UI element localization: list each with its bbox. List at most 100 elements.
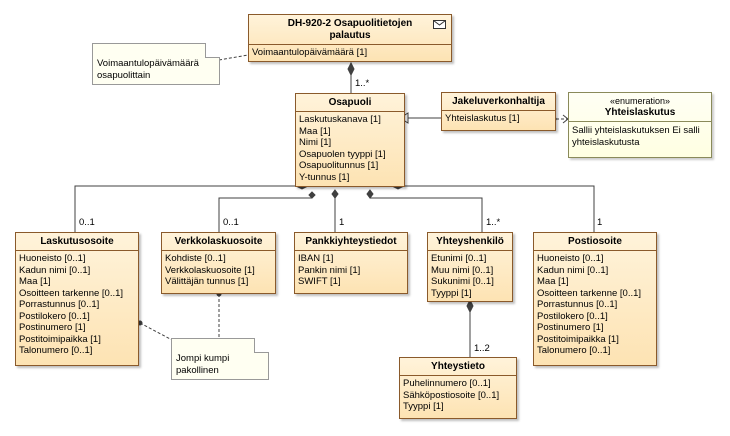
- class-pankki-header: Pankkiyhteystiedot: [295, 233, 407, 251]
- assoc-postiosoite: [404, 185, 595, 232]
- attribute: SWIFT [1]: [298, 276, 341, 287]
- note-line: osapuolittain: [97, 69, 151, 81]
- class-verkkolaskuosoite-title: Verkkolaskuosoite: [174, 236, 263, 247]
- class-postiosoite-header: Postiosoite: [534, 233, 656, 251]
- note-jompi-kumpi: Jompi kumpi pakollinen: [171, 338, 269, 380]
- attribute: Maa [1]: [299, 125, 331, 137]
- class-yhteystieto-header: Yhteystieto: [400, 358, 516, 376]
- attribute: Osoitteen tarkenne [0..1]: [19, 287, 124, 299]
- class-dh920-header: DH-920-2 Osapuolitietojen palautus: [249, 15, 451, 45]
- enum-header: «enumeration» Yhteislaskutus: [569, 93, 711, 122]
- attribute: Postinumero [1]: [537, 322, 604, 333]
- class-dh920-title: DH-920-2 Osapuolitietojen palautus: [287, 18, 413, 41]
- enum-stereotype: «enumeration»: [609, 96, 671, 106]
- class-pankki-title: Pankkiyhteystiedot: [305, 236, 397, 247]
- class-laskutusosoite-header: Laskutusosoite: [16, 233, 138, 251]
- attribute: Voimaantulopäivämäärä [1]: [252, 47, 368, 58]
- attribute: Y-tunnus [1]: [299, 171, 350, 183]
- attribute: Yhteislaskutus [1]: [445, 113, 520, 124]
- attribute: Postinumero [1]: [19, 322, 86, 333]
- composition-diamond-yhteystieto: [466, 298, 474, 314]
- attribute: Huoneisto [0..1]: [19, 253, 86, 264]
- composition-diamond-verkko: [308, 191, 316, 199]
- attribute: Puhelinnumero [0..1]: [403, 378, 491, 389]
- attribute: Tyyppi [1]: [403, 401, 444, 412]
- multiplicity-yhteyshenkilo: 1..*: [486, 217, 501, 228]
- class-postiosoite-attrs: Huoneisto [0..1] Kadun nimi [0..1] Maa […: [534, 251, 656, 359]
- attribute: Postilokero [0..1]: [19, 310, 90, 322]
- class-pankki-attrs: IBAN [1] Pankin nimi [1] SWIFT [1]: [295, 251, 407, 290]
- enum-literal: Ei salli yhteislaskutusta: [572, 125, 700, 148]
- attribute: Talonumero [0..1]: [19, 345, 93, 356]
- composition-diamond-yhteys: [366, 189, 374, 199]
- attribute: Kohdiste [0..1]: [165, 253, 226, 264]
- class-laskutusosoite-title: Laskutusosoite: [40, 236, 114, 247]
- attribute: Kadun nimi [0..1]: [19, 264, 91, 276]
- attribute: Porrastunnus [0..1]: [19, 299, 100, 310]
- attribute: Nimi [1]: [299, 137, 332, 148]
- note-line: pakollinen: [176, 364, 219, 376]
- assoc-laskutusosoite: [74, 185, 296, 232]
- class-jakelu-title: Jakeluverkonhaltija: [452, 96, 545, 107]
- class-osapuoli-attrs: Laskutuskanava [1] Maa [1] Nimi [1] Osap…: [296, 112, 404, 185]
- enum-name: Yhteislaskutus: [604, 107, 676, 118]
- composition-diamond-dh: [347, 61, 355, 77]
- class-yhteyshenkilo[interactable]: Yhteyshenkilö Etunimi [0..1] Muu nimi [0…: [427, 232, 513, 302]
- class-jakeluverkonhaltija[interactable]: Jakeluverkonhaltija Yhteislaskutus [1]: [441, 92, 556, 131]
- attribute: Sähköpostiosoite [0..1]: [403, 389, 500, 401]
- enum-yhteislaskutus[interactable]: «enumeration» Yhteislaskutus Sallii yhte…: [568, 92, 712, 158]
- note-anchor-voimaantulo: [218, 54, 249, 61]
- class-laskutusosoite-attrs: Huoneisto [0..1] Kadun nimi [0..1] Maa […: [16, 251, 138, 359]
- class-jakelu-header: Jakeluverkonhaltija: [442, 93, 555, 111]
- attribute: Välittäjän tunnus [1]: [165, 276, 249, 287]
- multiplicity-laskutusosoite: 0..1: [79, 217, 95, 228]
- multiplicity-dh-osapuoli: 1..*: [355, 78, 370, 89]
- class-verkkolaskuosoite[interactable]: Verkkolaskuosoite Kohdiste [0..1] Verkko…: [161, 232, 276, 294]
- class-yhteyshenkilo-title: Yhteyshenkilö: [436, 236, 504, 247]
- class-yhteyshenkilo-header: Yhteyshenkilö: [428, 233, 512, 251]
- class-postiosoite[interactable]: Postiosoite Huoneisto [0..1] Kadun nimi …: [533, 232, 657, 366]
- class-verkkolaskuosoite-attrs: Kohdiste [0..1] Verkkolaskuosoite [1] Vä…: [162, 251, 275, 290]
- attribute: Postitoimipaikka [1]: [19, 333, 101, 345]
- class-yhteystieto-attrs: Puhelinnumero [0..1] Sähköpostiosoite [0…: [400, 376, 516, 415]
- attribute: Sukunimi [0..1]: [431, 276, 494, 287]
- attribute: Osapuolitunnus [1]: [299, 160, 379, 171]
- attribute: Pankin nimi [1]: [298, 264, 361, 276]
- attribute: Maa [1]: [19, 276, 51, 287]
- multiplicity-postiosoite: 1: [597, 217, 603, 228]
- class-osapuoli-header: Osapuoli: [296, 94, 404, 112]
- class-verkkolaskuosoite-header: Verkkolaskuosoite: [162, 233, 275, 251]
- attribute: Maa [1]: [537, 276, 569, 287]
- class-postiosoite-title: Postiosoite: [568, 236, 622, 247]
- class-dh920-attrs: Voimaantulopäivämäärä [1]: [249, 45, 451, 61]
- class-yhteystieto[interactable]: Yhteystieto Puhelinnumero [0..1] Sähköpo…: [399, 357, 517, 419]
- class-laskutusosoite[interactable]: Laskutusosoite Huoneisto [0..1] Kadun ni…: [15, 232, 139, 366]
- note-anchor-jompi-1: [139, 322, 175, 342]
- assoc-yhteyshenkilo: [370, 197, 483, 232]
- attribute: Huoneisto [0..1]: [537, 253, 604, 264]
- note-line: Jompi kumpi: [176, 353, 230, 364]
- assoc-verkkolaskuosoite: [218, 197, 312, 232]
- composition-diamond-pankki: [331, 189, 339, 199]
- class-jakelu-attrs: Yhteislaskutus [1]: [442, 111, 555, 127]
- multiplicity-verkkolaskuosoite: 0..1: [223, 217, 239, 228]
- class-pankkiyhteystiedot[interactable]: Pankkiyhteystiedot IBAN [1] Pankin nimi …: [294, 232, 408, 294]
- attribute: Talonumero [0..1]: [537, 345, 611, 356]
- class-osapuoli-title: Osapuoli: [328, 97, 372, 108]
- attribute: Verkkolaskuosoite [1]: [165, 264, 255, 276]
- attribute: Postilokero [0..1]: [537, 310, 608, 322]
- attribute: Osoitteen tarkenne [0..1]: [537, 287, 642, 299]
- multiplicity-pankki: 1: [339, 217, 345, 228]
- attribute: Tyyppi [1]: [431, 287, 472, 299]
- attribute: Porrastunnus [0..1]: [537, 299, 618, 310]
- note-voimaantulo: Voimaantulopäivämäärä osapuolittain: [92, 43, 220, 85]
- enum-literal: Sallii yhteislaskutuksen: [572, 125, 670, 136]
- note-line: Voimaantulopäivämäärä: [97, 58, 199, 69]
- attribute: Muu nimi [0..1]: [431, 264, 494, 276]
- class-yhteyshenkilo-attrs: Etunimi [0..1] Muu nimi [0..1] Sukunimi …: [428, 251, 512, 301]
- multiplicity-yhteystieto: 1..2: [474, 343, 490, 354]
- class-yhteystieto-title: Yhteystieto: [431, 361, 485, 372]
- class-osapuoli[interactable]: Osapuoli Laskutuskanava [1] Maa [1] Nimi…: [295, 93, 405, 187]
- envelope-icon: [433, 20, 446, 29]
- class-dh920[interactable]: DH-920-2 Osapuolitietojen palautus Voima…: [248, 14, 452, 62]
